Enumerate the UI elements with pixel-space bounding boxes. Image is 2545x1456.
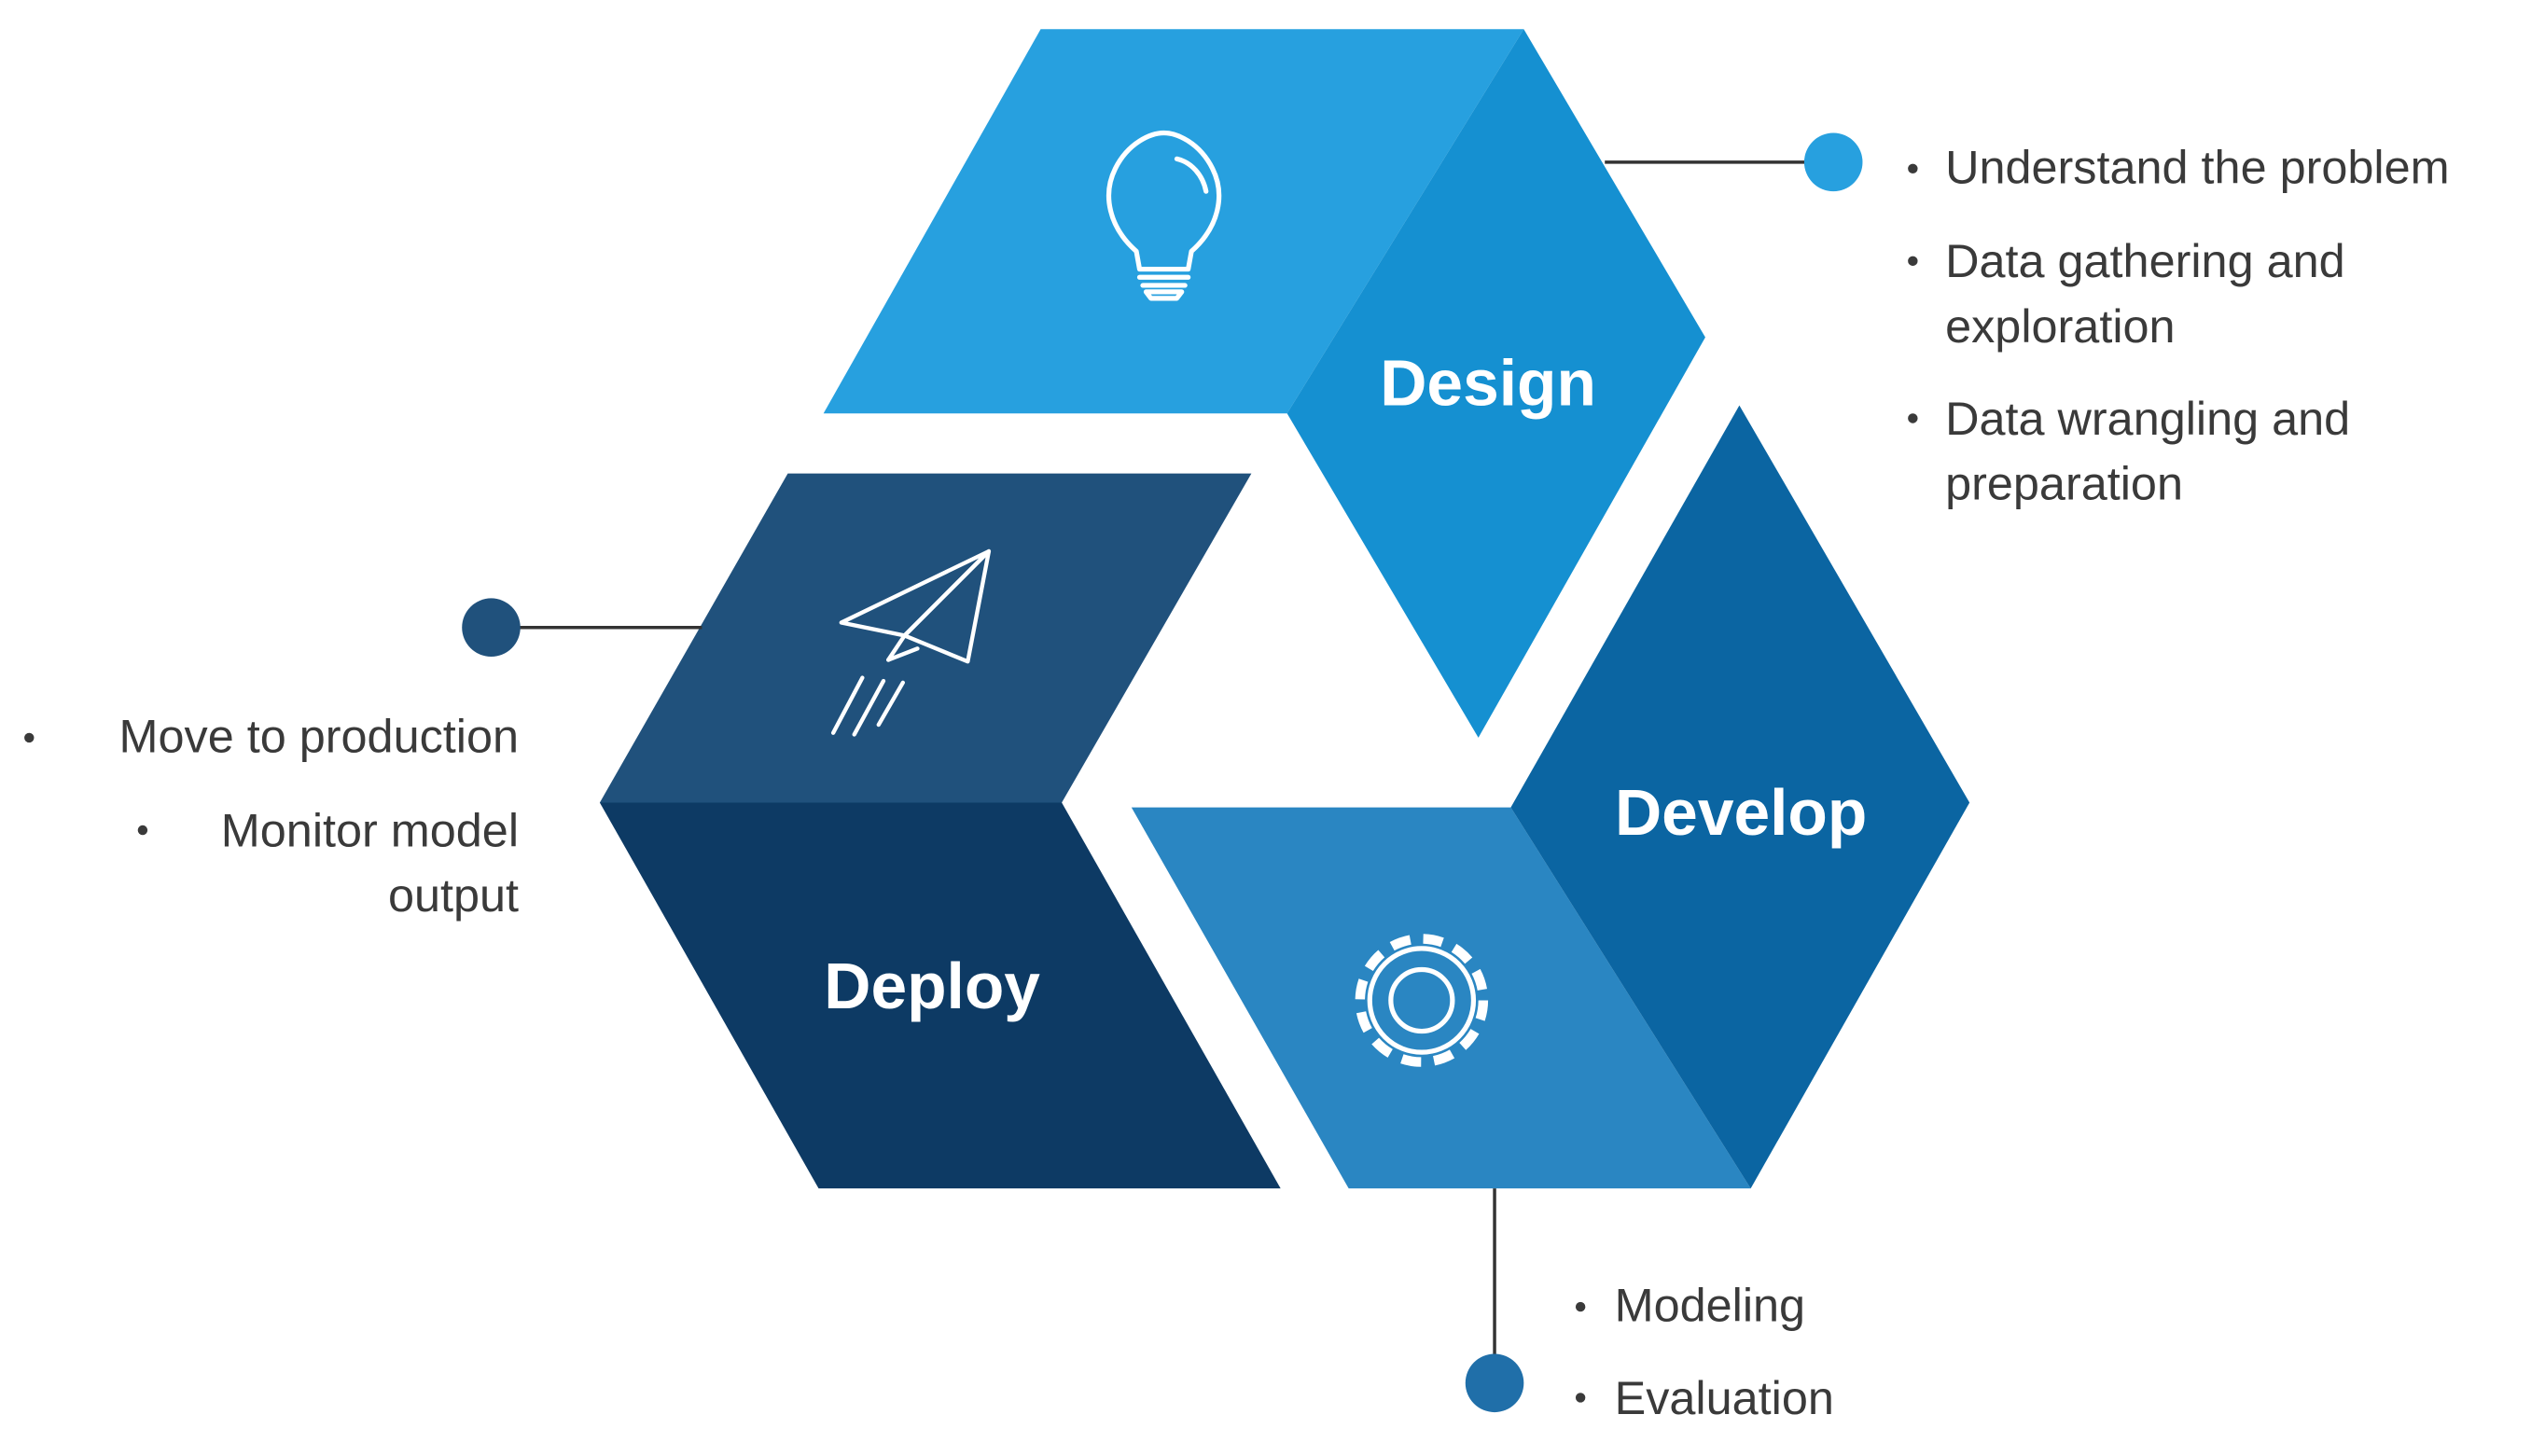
deploy-face-bottom	[599, 802, 1281, 1189]
develop-bullet-2: Evaluation	[1615, 1371, 1834, 1424]
develop-segment: Develop	[1131, 405, 1970, 1189]
deploy-face-top	[599, 473, 1252, 803]
design-bullet-3: Data wrangling and	[1945, 392, 2350, 445]
design-connector	[1605, 132, 1863, 192]
deploy-segment: Deploy	[599, 473, 1281, 1189]
design-title: Design	[1380, 347, 1596, 420]
deploy-title: Deploy	[824, 950, 1040, 1022]
gear-icon	[1355, 934, 1489, 1067]
design-bullet-2: Data gathering and	[1945, 234, 2345, 287]
develop-face-right	[1510, 405, 1970, 1189]
develop-face-bottom	[1131, 807, 1751, 1189]
develop-connector	[1465, 1188, 1524, 1413]
develop-bullet-list: Modeling Evaluation	[1575, 1279, 1834, 1424]
lightbulb-icon	[1106, 130, 1222, 301]
design-face-top	[823, 29, 1524, 414]
design-bullet-3-cont: preparation	[1945, 456, 2183, 509]
develop-title: Develop	[1615, 776, 1867, 849]
deploy-bullet-2-cont: output	[388, 868, 519, 922]
deploy-connector	[462, 598, 702, 658]
design-bullet-1: Understand the problem	[1945, 140, 2450, 193]
design-face-right	[1286, 29, 1705, 738]
design-bullet-2-cont: exploration	[1945, 299, 2175, 353]
paper-plane-icon	[830, 548, 992, 737]
deploy-bullet-list: Move to production Monitor model output	[24, 710, 519, 922]
deploy-bullet-1: Move to production	[119, 710, 519, 763]
design-bullet-list: Understand the problem Data gathering an…	[1908, 140, 2450, 509]
design-segment: Design	[823, 29, 1705, 738]
deploy-bullet-2: Monitor model	[221, 803, 519, 856]
develop-bullet-1: Modeling	[1615, 1279, 1805, 1332]
